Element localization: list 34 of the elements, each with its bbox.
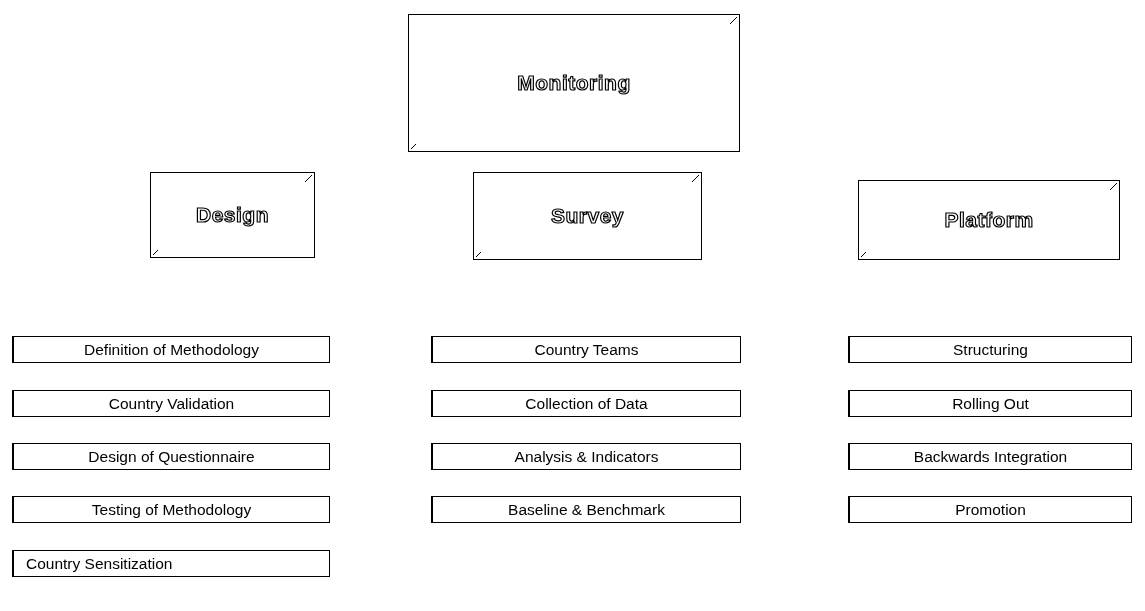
item-box bbox=[12, 443, 330, 470]
heading-text: Monitoring bbox=[517, 71, 631, 95]
item-box bbox=[431, 390, 741, 417]
item-label: Country Sensitization bbox=[26, 554, 173, 573]
item-label: Baseline & Benchmark bbox=[508, 500, 665, 519]
item-label: Collection of Data bbox=[525, 394, 648, 413]
item-box bbox=[431, 496, 741, 523]
item-box bbox=[431, 336, 741, 363]
item-label: Country Validation bbox=[108, 394, 235, 413]
item-box bbox=[431, 443, 741, 470]
item-box bbox=[12, 496, 330, 523]
item-label: Analysis & Indicators bbox=[514, 447, 659, 466]
item-label: Testing of Methodology bbox=[91, 500, 252, 519]
item-box bbox=[12, 390, 330, 417]
item-label: Backwards Integration bbox=[913, 447, 1068, 466]
item-label: Rolling Out bbox=[952, 394, 1029, 413]
item-box bbox=[848, 390, 1132, 417]
item-box bbox=[848, 336, 1132, 363]
item-box bbox=[12, 336, 330, 363]
heading-box bbox=[473, 172, 702, 260]
item-box bbox=[848, 496, 1132, 523]
item-label: Design of Questionnaire bbox=[88, 447, 255, 466]
heading-text: Survey bbox=[550, 204, 624, 228]
heading-box bbox=[408, 14, 740, 152]
heading-text: Design bbox=[196, 203, 269, 227]
item-box bbox=[848, 443, 1132, 470]
item-label: Country Teams bbox=[534, 340, 639, 359]
item-label: Structuring bbox=[953, 340, 1028, 359]
item-label: Definition of Methodology bbox=[84, 340, 259, 359]
heading-text: Platform bbox=[944, 208, 1034, 232]
item-label: Promotion bbox=[955, 500, 1026, 519]
item-box bbox=[12, 550, 330, 577]
heading-box bbox=[150, 172, 315, 258]
heading-box bbox=[858, 180, 1120, 260]
